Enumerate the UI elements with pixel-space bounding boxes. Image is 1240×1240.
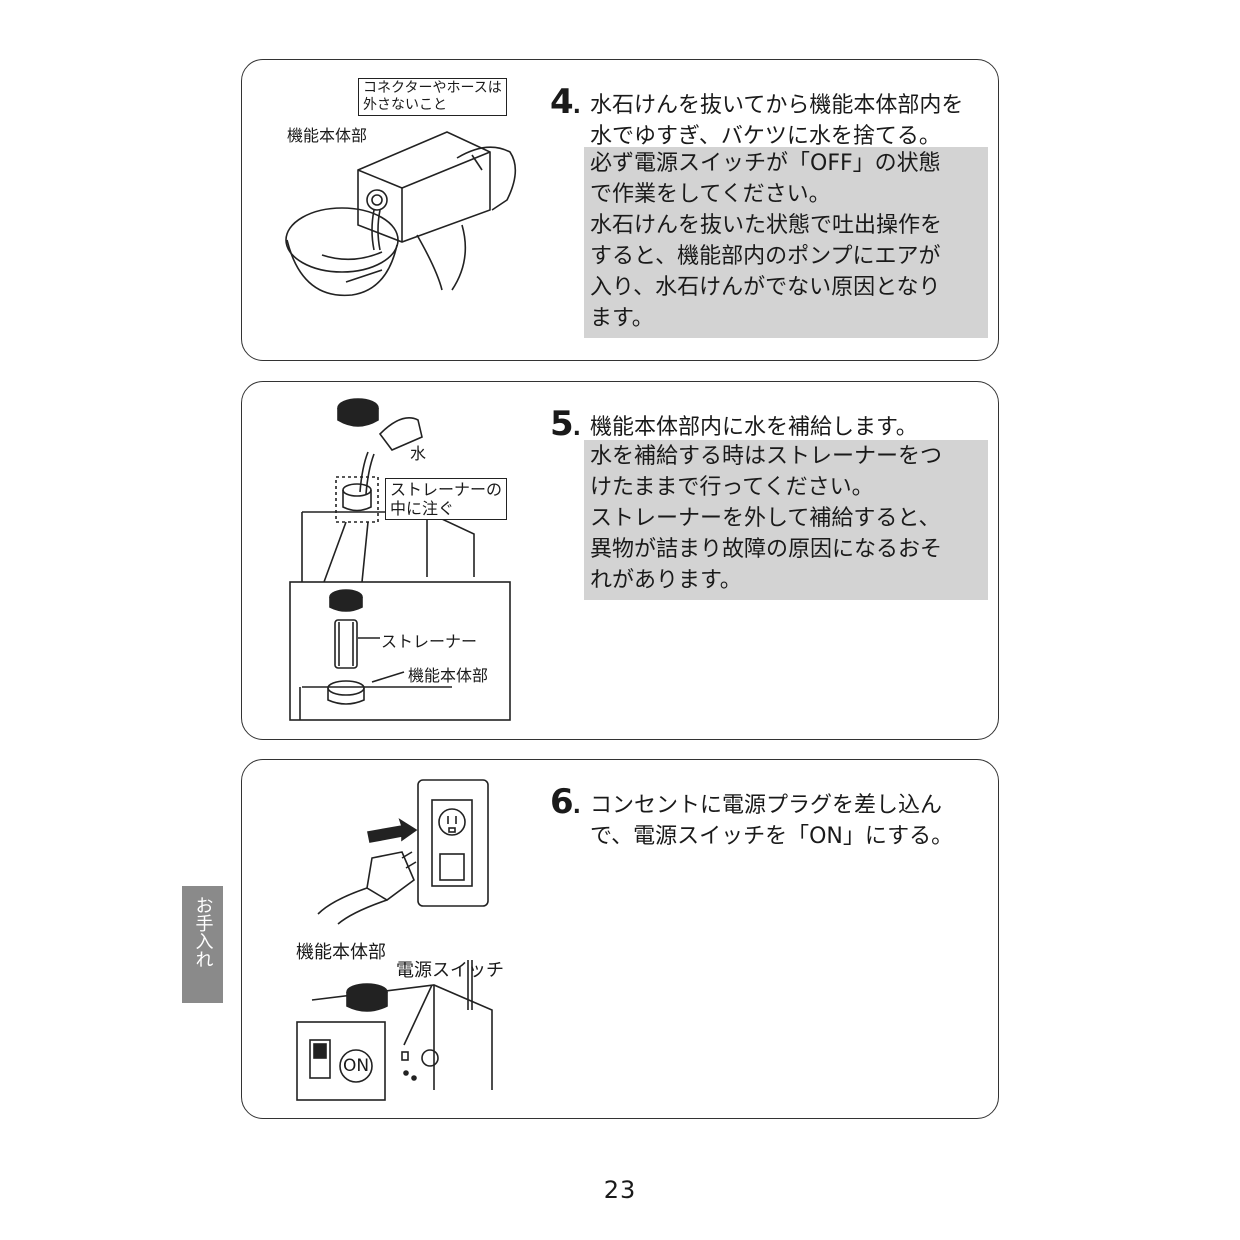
step-4-illustration (285, 131, 517, 297)
step-lead: コンセントに電源プラグを差し込ん で、電源スイッチを「ON」にする。 (590, 793, 954, 849)
water-label: 水 (410, 444, 427, 463)
section-tab: お手入れ (182, 886, 223, 1003)
step-number: 4. (550, 82, 581, 122)
strainer-label: ストレーナー (381, 632, 478, 651)
step-lead: 水石けんを抜いてから機能本体部内を 水でゆすぎ、バケツに水を捨てる。 (590, 93, 964, 149)
step-lead: 機能本体部内に水を補給します。 (590, 415, 918, 440)
step-4-panel: 機能本体部 コネクターやホースは 外さないこと 4. 水石けんを抜いてから機能本… (241, 59, 999, 361)
body-label: 機能本体部 (408, 666, 489, 685)
pour-label: ストレーナーの 中に注ぐ (385, 478, 508, 520)
on-label: ON (343, 1056, 370, 1076)
warning-label: コネクターやホースは 外さないこと (358, 78, 507, 116)
section-tab-label: お手入れ (192, 896, 214, 968)
body-label: 機能本体部 (287, 126, 368, 145)
step-6-illustration (296, 779, 493, 1101)
page-number: 23 (603, 1176, 637, 1204)
step-6-panel: 機能本体部 電源スイッチ ON 6. コンセントに電源プラグを差し込ん で、電源… (241, 759, 999, 1119)
step-5-panel: 水 ストレーナーの 中に注ぐ ストレーナー 機能本体部 5. 機能本体部内に水を… (241, 381, 999, 740)
switch-label: 電源スイッチ (396, 960, 504, 981)
step-note: 水を補給する時はストレーナーをつ けたままで行ってください。 ストレーナーを外し… (584, 440, 988, 600)
step-number: 5. (550, 404, 581, 444)
body-label: 機能本体部 (296, 942, 386, 963)
step-note: 必ず電源スイッチが「OFF」の状態 で作業をしてください。 水石けんを抜いた状態… (584, 147, 988, 338)
step-5-illustration (289, 398, 511, 721)
step-number: 6. (550, 782, 581, 822)
